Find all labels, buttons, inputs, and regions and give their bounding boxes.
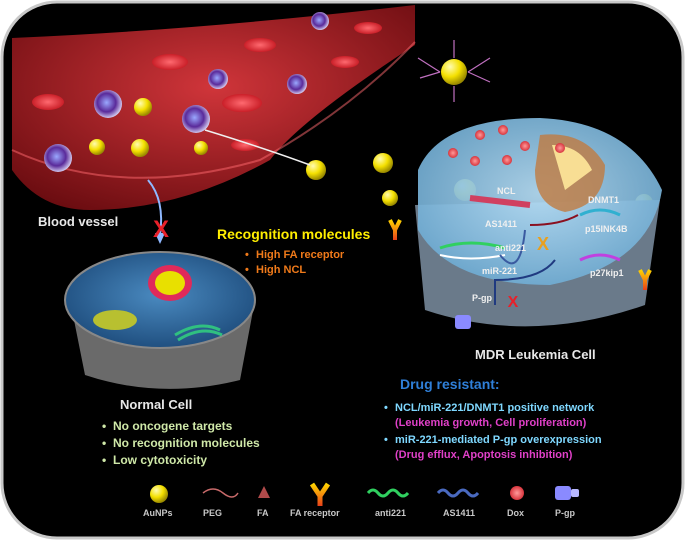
white-blood-cell: [182, 105, 210, 133]
dox: [475, 130, 485, 140]
aunp: [194, 141, 208, 155]
as1411-icon: [436, 488, 480, 498]
fa-receptor-icon: [309, 482, 331, 506]
drug-item-main: •NCL/miR-221/DNMT1 positive network: [384, 402, 595, 414]
red-blood-cell: [152, 54, 188, 70]
normal-item: •No oncogene targets: [102, 419, 233, 433]
recognition-item: •High FA receptor: [245, 249, 345, 261]
dox: [502, 155, 512, 165]
as1411-label: AS1411: [485, 219, 518, 229]
red-blood-cell: [354, 22, 382, 34]
recognition-title: Recognition molecules: [217, 226, 371, 242]
white-blood-cell: [208, 69, 228, 89]
legend-label: AS1411: [443, 508, 476, 518]
legend-label: anti221: [375, 508, 407, 518]
pgp-pump: [455, 315, 471, 329]
legend-icons: [150, 482, 579, 506]
block-x-mir221: X: [537, 234, 549, 254]
legend-label: PEG: [203, 508, 223, 518]
fa-receptor-marks: [388, 219, 652, 290]
drug-item-sub: (Drug efflux, Apoptosis inhibition): [395, 449, 573, 461]
aunp: [373, 153, 393, 173]
pgp-label: P-gp: [472, 293, 492, 303]
red-blood-cell: [331, 56, 359, 68]
red-blood-cell: [32, 94, 64, 110]
block-x-pgp: X: [508, 294, 519, 311]
white-blood-cell: [44, 144, 72, 172]
normal-cell: [64, 251, 256, 389]
normal-cell-label: Normal Cell: [120, 397, 193, 412]
mdr-cell-label: MDR Leukemia Cell: [475, 347, 596, 362]
p15-label: p15INK4B: [585, 224, 628, 234]
white-blood-cell: [287, 74, 307, 94]
dox: [520, 141, 530, 151]
ncl-as1411: [469, 195, 531, 208]
aunp: [382, 190, 398, 206]
anti221-strand: [439, 241, 506, 250]
block-x-normal: X: [153, 216, 169, 243]
white-blood-cell: [311, 12, 329, 30]
white-blood-cell: [94, 90, 122, 118]
legend-label: FA: [257, 508, 269, 518]
drug-item-sub: (Leukemia growth, Cell proliferation): [395, 417, 587, 429]
mir221-label: miR-221: [482, 266, 518, 276]
targeting-path: [204, 129, 311, 166]
ncl-label: NCL: [497, 186, 516, 196]
aunp: [134, 98, 152, 116]
aunp: [89, 139, 105, 155]
recognition-item: •High NCL: [245, 264, 307, 276]
aunp: [131, 139, 149, 157]
drug-resistant-title: Drug resistant:: [400, 376, 500, 392]
dox: [555, 143, 565, 153]
fa-icon: [258, 486, 270, 498]
dox: [470, 156, 480, 166]
pgp-icon: [555, 486, 571, 500]
red-blood-cell: [244, 38, 276, 52]
blood-vessel-label: Blood vessel: [38, 214, 119, 229]
mdr-cell: [415, 118, 662, 329]
dnmt1-label: DNMT1: [588, 195, 619, 205]
legend-label: AuNPs: [143, 508, 173, 518]
red-blood-cell: [222, 94, 262, 112]
aunp: [441, 59, 467, 85]
dox: [448, 148, 458, 158]
blood-vessel: [11, 5, 416, 210]
peg-icon: [202, 488, 239, 498]
p27-label: p27kip1: [590, 268, 624, 278]
dox: [498, 125, 508, 135]
red-blood-cell: [231, 139, 259, 151]
legend-label: FA receptor: [290, 508, 340, 518]
anti221-icon: [366, 488, 410, 498]
aunp-icon: [150, 485, 168, 503]
anti221-label: anti221: [495, 243, 527, 253]
legend-label: Dox: [507, 508, 525, 518]
drug-item-main: •miR-221-mediated P-gp overexpression: [384, 434, 602, 446]
normal-item: •No recognition molecules: [102, 436, 260, 450]
aunp: [306, 160, 326, 180]
dox-icon: [510, 486, 524, 500]
legend-label: P-gp: [555, 508, 575, 518]
mitochondrion: [93, 310, 137, 330]
normal-item: •Low cytotoxicity: [102, 453, 208, 467]
normal-path: [147, 179, 163, 236]
